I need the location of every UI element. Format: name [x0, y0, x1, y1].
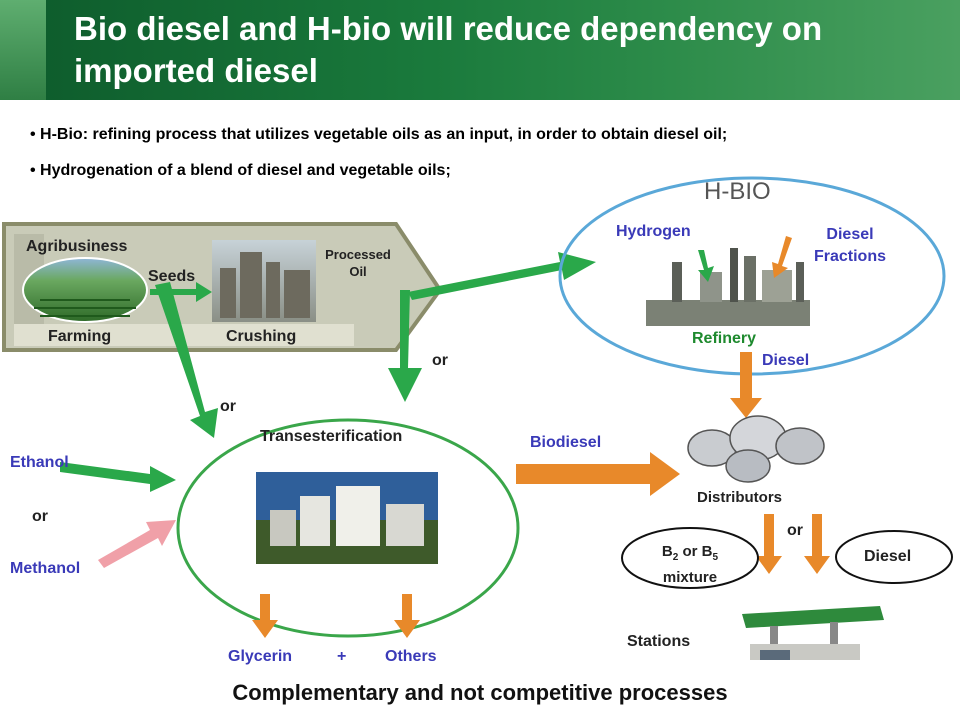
- refinery-image: [646, 248, 810, 326]
- crushing-label: Crushing: [226, 328, 297, 345]
- page-title: Bio diesel and H-bio will reduce depende…: [74, 10, 823, 89]
- distributors-right-arrow: [804, 514, 830, 574]
- orange-arrows: [252, 352, 830, 638]
- or-label-oil: or: [432, 352, 448, 369]
- mixture-ellipse: [621, 527, 759, 589]
- seeds-arrowhead: [196, 282, 212, 302]
- mixture-line2: mixture: [662, 569, 718, 586]
- ethanol-label: Ethanol: [10, 454, 69, 471]
- agri-to-trans-arrow: [155, 282, 218, 438]
- hydrogen-arrow: [698, 250, 714, 282]
- header-banner: Bio diesel and H-bio will reduce depende…: [0, 0, 960, 100]
- plus-label: +: [337, 648, 347, 665]
- mixture-b-a: B: [661, 543, 673, 560]
- trans-plant-image: [256, 472, 438, 564]
- distributors-left-arrow: [756, 514, 782, 574]
- glycerin-arrow: [252, 594, 278, 638]
- processed-oil-line2: Oil: [349, 264, 367, 279]
- stations-label: Stations: [627, 633, 691, 650]
- hbio-diesel-label: Diesel: [762, 352, 810, 369]
- hbio-title: H-BIO: [704, 178, 771, 205]
- biodiesel-arrow: [516, 452, 680, 496]
- header-accent-strip: [0, 0, 46, 100]
- diesel-fractions-line2: Fractions: [813, 248, 886, 265]
- diesel-fractions-arrow: [772, 236, 792, 278]
- station-image: [742, 606, 884, 660]
- others-arrow: [394, 594, 420, 638]
- distributors-image: [687, 415, 825, 483]
- seeds-label: Seeds: [148, 268, 196, 285]
- mixture-sub-a: 2: [672, 552, 679, 563]
- mixture-label: B2 or B5 mixture: [648, 542, 732, 588]
- transesterification-label: Transesterification: [260, 428, 403, 445]
- trans-ellipse: [176, 418, 520, 638]
- hydrogen-label: Hydrogen: [616, 223, 691, 240]
- farming-label: Farming: [48, 328, 112, 345]
- others-label: Others: [385, 648, 437, 665]
- processed-oil-label: Processed Oil: [318, 246, 398, 280]
- diesel-fractions-line1: Diesel: [826, 226, 874, 243]
- crushing-silos: [220, 252, 310, 318]
- bullet-1-text: H-Bio: refining process that utilizes ve…: [40, 126, 728, 143]
- or-label-alcohol: or: [32, 508, 48, 525]
- biodiesel-label: Biodiesel: [530, 434, 602, 451]
- mixture-sub-b: 5: [712, 552, 719, 563]
- ethanol-arrow: [60, 462, 176, 492]
- green-arrows: [60, 252, 596, 568]
- methanol-label: Methanol: [10, 560, 81, 577]
- mixture-line1: B2 or B5: [648, 542, 732, 568]
- oil-to-hbio-arrow: [408, 252, 596, 300]
- or-label-distribution: or: [787, 522, 803, 539]
- oil-down-arrow: [388, 290, 422, 402]
- bullet-1: • H-Bio: refining process that utilizes …: [30, 126, 728, 143]
- footer-caption: Complementary and not competitive proces…: [232, 680, 728, 705]
- distributors-label: Distributors: [697, 489, 783, 506]
- refinery-diesel-arrow: [730, 352, 762, 418]
- mixture-b-b: or B: [678, 543, 713, 560]
- agribusiness-label: Agribusiness: [26, 238, 128, 255]
- methanol-arrow: [98, 520, 176, 568]
- crop-rows: [34, 299, 136, 317]
- diesel-ellipse: [835, 530, 953, 584]
- or-label-agri: or: [220, 398, 236, 415]
- diesel-right-label: Diesel: [864, 548, 912, 565]
- farming-image: [22, 257, 148, 323]
- diesel-fractions-label: Diesel Fractions: [804, 224, 896, 268]
- bullet-2-text: Hydrogenation of a blend of diesel and v…: [40, 162, 451, 179]
- refinery-label: Refinery: [692, 330, 757, 347]
- glycerin-label: Glycerin: [228, 648, 293, 665]
- bullet-2: • Hydrogenation of a blend of diesel and…: [30, 162, 451, 179]
- processed-oil-line1: Processed: [325, 247, 391, 262]
